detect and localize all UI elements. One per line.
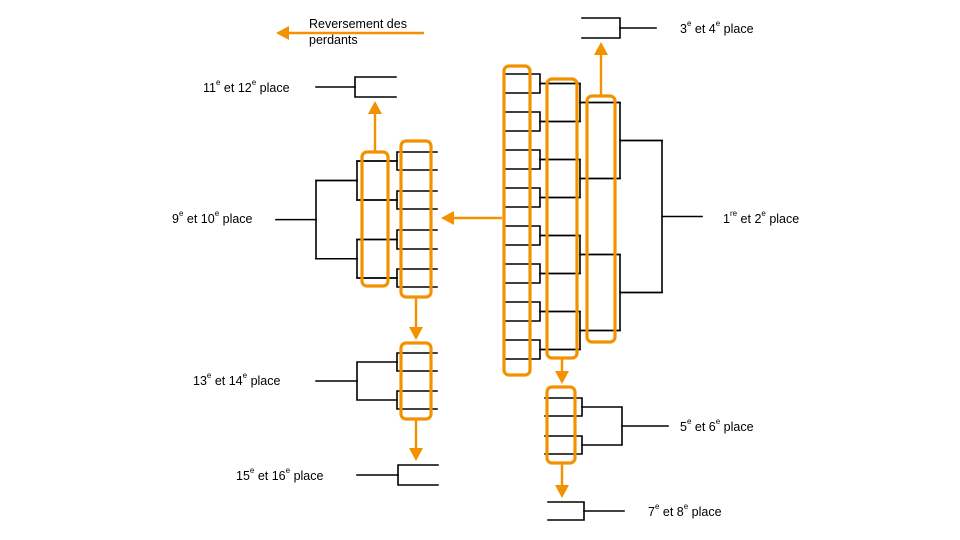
losers-round-b-box [360,150,390,288]
place-number: 1 [723,212,730,226]
place-connector: et [254,469,272,483]
place-label-9-10: 9e et 10e place [172,209,253,227]
bracket-connector [504,301,541,322]
place-number: 8 [676,505,684,519]
place-word: place [219,212,253,226]
bracket-connector [504,111,541,132]
place-number: 7 [648,505,655,519]
bracket-connector [619,139,663,294]
place-ordinal-suffix: e [686,19,692,28]
bracket-connector [504,263,541,284]
losers-to-15-arrow [409,419,423,461]
bracket-connector [504,149,541,170]
place-word: place [688,505,722,519]
place-label-15-16: 15e et 16e place [236,466,324,484]
place-word: place [720,22,754,36]
place-number: 13 [193,374,207,388]
bracket-connector [504,73,541,94]
place-word: place [765,212,800,226]
bracket-connector [581,406,623,446]
place-label-11-12: 11e et 12e place [203,78,290,96]
place-number: 12 [237,81,252,95]
place-ordinal-suffix: e [251,78,257,87]
place-number: 3 [680,22,687,36]
loser-transfer-arrows [276,26,608,498]
place-number: 6 [708,420,716,434]
round2-losers-arrow [555,358,569,384]
place-ordinal-suffix: e [654,502,660,511]
bracket-connector [547,501,585,521]
place-ordinal-suffix: e [214,209,220,218]
place-number: 11 [203,81,216,95]
place-ordinal-suffix: e [715,417,721,426]
round1-losers-box [502,64,532,377]
losers-round-a-box [399,139,433,299]
place-number: 14 [228,374,243,388]
place-ordinal-suffix: e [686,417,692,426]
place-ordinal-suffix: e [206,371,212,380]
place-connector: et [691,22,709,36]
place-ordinal-suffix: e [761,209,766,218]
place-connector: et [183,212,201,226]
place-ordinal-suffix: e [715,19,721,28]
losers-to-13-arrow [409,297,423,340]
place-label-5-6: 5e et 6e place [680,417,754,435]
place-label-13-14: 13e et 14e place [193,371,281,389]
place-ordinal-suffix: e [249,466,255,475]
bracket-lines [275,17,703,521]
bracket-connector [504,187,541,208]
place-label-1-2: 1re et 2e place [723,209,800,227]
loser-group-boxes [360,64,617,465]
place-number: 9 [172,212,179,226]
place-number: 10 [200,212,215,226]
place-word: place [290,469,324,483]
place-number: 4 [708,22,716,36]
place-connector: et [211,374,229,388]
place-number: 2 [754,212,762,226]
place-word: place [720,420,754,434]
bracket-connector [356,361,398,401]
round3-losers-box [585,94,617,344]
place-word: place [247,374,281,388]
place-ordinal-suffix: e [683,502,689,511]
place-ordinal-suffix: e [285,466,291,475]
bracket-connector [397,464,439,486]
bracket-connector [504,225,541,246]
place-label-3-4: 3e et 4e place [680,19,754,37]
semifinal-losers-arrow [594,42,608,96]
round1-losers-arrow [441,211,502,225]
place-number: 5 [680,420,687,434]
bracket-connector [354,76,397,98]
place-connector: et [220,81,238,95]
legend-arrow [276,26,424,40]
place-connector: et [691,420,709,434]
legend-label: Reversement des perdants [309,17,407,47]
bracket-connector [315,179,358,260]
place-ordinal-suffix: re [729,209,738,218]
losers-to-11-arrow [368,101,382,152]
place-ordinal-suffix: e [215,78,221,87]
place-number: 15 [236,469,250,483]
place-connector: et [737,212,755,226]
place-label-7-8: 7e et 8e place [648,502,722,520]
place-connector: et [659,505,677,519]
quarterfinal-losers-down-arrow [555,463,569,498]
place-ordinal-suffix: e [178,209,184,218]
losers-round-c-box [399,341,433,421]
bracket-connector [504,339,541,360]
place-number: 16 [271,469,286,483]
place-word: place [256,81,290,95]
place-ordinal-suffix: e [242,371,248,380]
bracket-connector [581,17,621,39]
